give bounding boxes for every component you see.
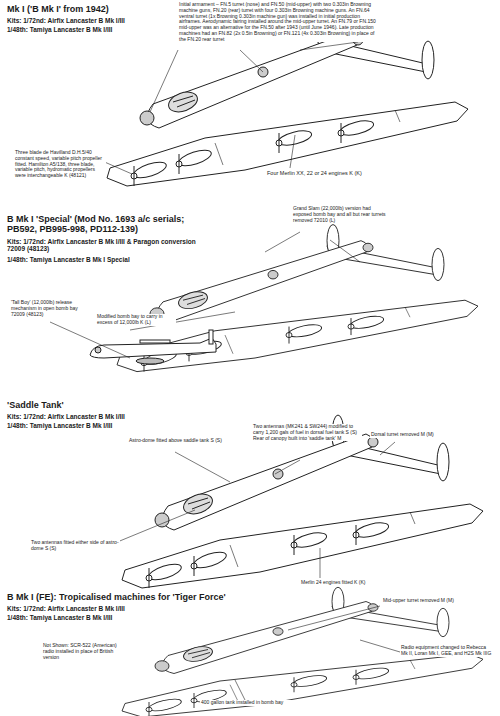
callout-note: Radio equipment changed to Rebecca Mk II… [400,645,495,657]
section-heading: B Mk I 'Special' (Mod No. 1693 a/c seria… [6,214,216,235]
callout-note: Dorsal turret removed M (M) [370,432,460,438]
kit-line: Kits: 1/72nd: Airfix Lancaster B Mk I/II… [6,605,206,612]
side-view [90,330,216,364]
callout-note: Modified bomb bay to carry in excess of … [96,314,176,326]
callout-note: Four Merlin XX, 22 or 24 engines K (K) [266,170,406,176]
kit-line: Kits: 1/72nd: Airfix Lancaster B Mk I/II… [6,413,206,420]
callout-note: Two antennas (MK241 & SW244) modified to… [252,424,362,441]
section-heading: B Mk I (FE): Tropicalised machines for '… [6,592,266,602]
section-heading: 'Saddle Tank' [6,400,206,410]
kit-line: Kits: 1/72nd: Airfix Lancaster B Mk I/II… [6,17,206,24]
callout-note: Not Shown: SCR-522 (American) radio inst… [42,643,127,660]
callout-note: Mid-upper turret removed M (M) [382,598,482,604]
callout-note: 400 gallon tank installed in bomb bay [200,700,320,706]
callout-note: Three blade de Havilland D.H.5/40 consta… [14,150,106,179]
callout-note: Astro-dome fitted above saddle tank S (S… [128,438,223,444]
callout-note: 'Tall Boy' (12,000lb) release mechanism … [10,300,90,317]
kit-line: Kits: 1/72nd: Airfix Lancaster B Mk I/II… [6,238,206,253]
kit-line: 1/48th: Tamiya Lancaster B Mk I/III [6,614,206,621]
callout-note: Grand Slam (22,000lb) version had expose… [292,206,392,223]
callout-note: Initial armament – FN.5 turret (nose) an… [178,2,378,42]
kit-line: 1/48th: Tamiya Lancaster B Mk I/III [6,26,206,33]
section-heading: Mk I ('B Mk I' from 1942) [6,4,206,14]
kit-line: 1/48th: Tamiya Lancaster B Mk I Special [6,256,206,263]
callout-note: Merlin 24 engines fitted K (K) [300,580,410,586]
callout-note: Two antennas fitted either side of astro… [30,540,120,552]
kit-line: 1/48th: Tamiya Lancaster B Mk I/III [6,422,206,429]
